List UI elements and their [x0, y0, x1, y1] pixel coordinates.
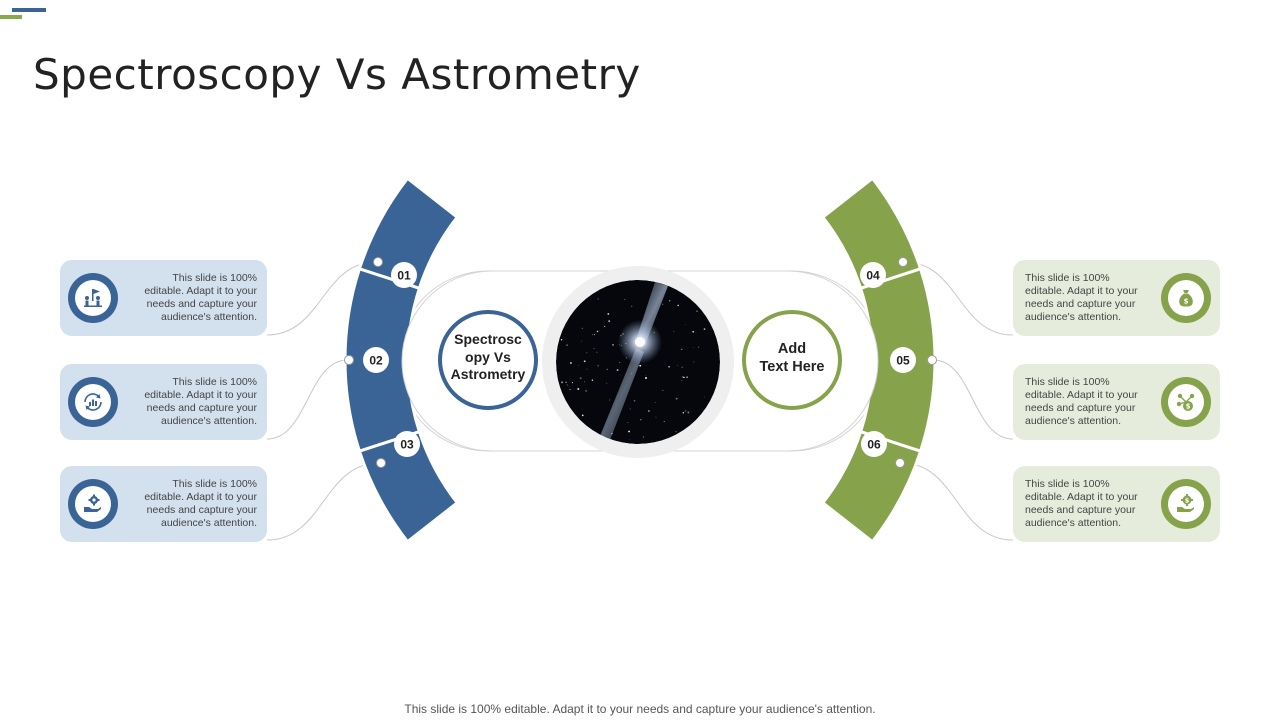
chart-cycle-icon: [68, 377, 118, 427]
step-number-01: 01: [397, 269, 411, 283]
step-text-01: This slide is 100% editable. Adapt it to…: [144, 272, 257, 323]
step-badge-05: [890, 347, 916, 373]
connector-line-06: [899, 462, 1014, 541]
step-number-06: 06: [867, 438, 881, 452]
left-center-line-2: opy Vs: [465, 348, 511, 365]
step-card-01: This slide is 100% editable. Adapt it to…: [60, 260, 267, 336]
connector-dot-03: [376, 458, 386, 468]
night-sky-image: [556, 280, 720, 444]
step-text-04: This slide is 100% editable. Adapt it to…: [1025, 272, 1138, 323]
step-text-06: This slide is 100% editable. Adapt it to…: [1025, 478, 1138, 529]
step-card-02: This slide is 100% editable. Adapt it to…: [60, 364, 267, 440]
step-number-05: 05: [896, 354, 910, 368]
connector-dot-02: [344, 355, 354, 365]
svg-text:$: $: [1185, 497, 1190, 505]
arc-segment-01: [357, 176, 460, 291]
svg-text:$: $: [1184, 298, 1189, 306]
step-number-04: 04: [866, 269, 880, 283]
left-label-circle: [438, 310, 538, 410]
svg-text:$: $: [1186, 403, 1191, 411]
left-center-line-3: Astrometry: [450, 366, 526, 382]
step-card-03: This slide is 100% editable. Adapt it to…: [60, 466, 267, 542]
footer-note: This slide is 100% editable. Adapt it to…: [404, 702, 876, 716]
hand-dollar-gear-icon: $: [1161, 479, 1211, 529]
connector-line-05: [931, 359, 1014, 440]
step-badge-06: [861, 431, 887, 457]
connector-dot-01: [373, 257, 383, 267]
right-center-line-2: Text Here: [759, 358, 825, 375]
accent-bar-top: [12, 8, 46, 12]
step-badge-03: [394, 431, 420, 457]
step-number-02: 02: [369, 354, 383, 368]
step-text-02: This slide is 100% editable. Adapt it to…: [144, 376, 257, 427]
connector-dot-04: [898, 257, 908, 267]
arc-segment-06: [820, 429, 923, 544]
page-title: Spectroscopy Vs Astrometry: [33, 50, 641, 100]
left-center-line-1: Spectrosc: [454, 331, 522, 347]
left-center-label: Spectrosc opy Vs Astrometry: [442, 331, 534, 384]
step-card-04: This slide is 100% editable. Adapt it to…: [1013, 260, 1220, 336]
step-card-06: This slide is 100% editable. Adapt it to…: [1013, 466, 1220, 542]
step-number-03: 03: [400, 438, 414, 452]
connector-line-02: [266, 359, 350, 440]
right-label-circle: [742, 310, 842, 410]
step-badge-02: [363, 347, 389, 373]
connector-line-03: [266, 462, 382, 541]
right-center-label: Add Text Here: [746, 341, 838, 376]
accent-bar-bottom: [0, 15, 22, 19]
team-flag-icon: [68, 273, 118, 323]
money-bag-icon: $: [1161, 273, 1211, 323]
step-badge-01: [391, 262, 417, 288]
step-text-03: This slide is 100% editable. Adapt it to…: [144, 478, 257, 529]
step-text-05: This slide is 100% editable. Adapt it to…: [1025, 376, 1138, 427]
hand-gear-icon: [68, 479, 118, 529]
right-center-line-1: Add: [777, 341, 807, 357]
step-badge-04: [860, 262, 886, 288]
step-card-05: This slide is 100% editable. Adapt it to…: [1013, 364, 1220, 440]
network-dollar-icon: $: [1161, 377, 1211, 427]
connector-dot-05: [927, 355, 937, 365]
connector-dot-06: [895, 458, 905, 468]
